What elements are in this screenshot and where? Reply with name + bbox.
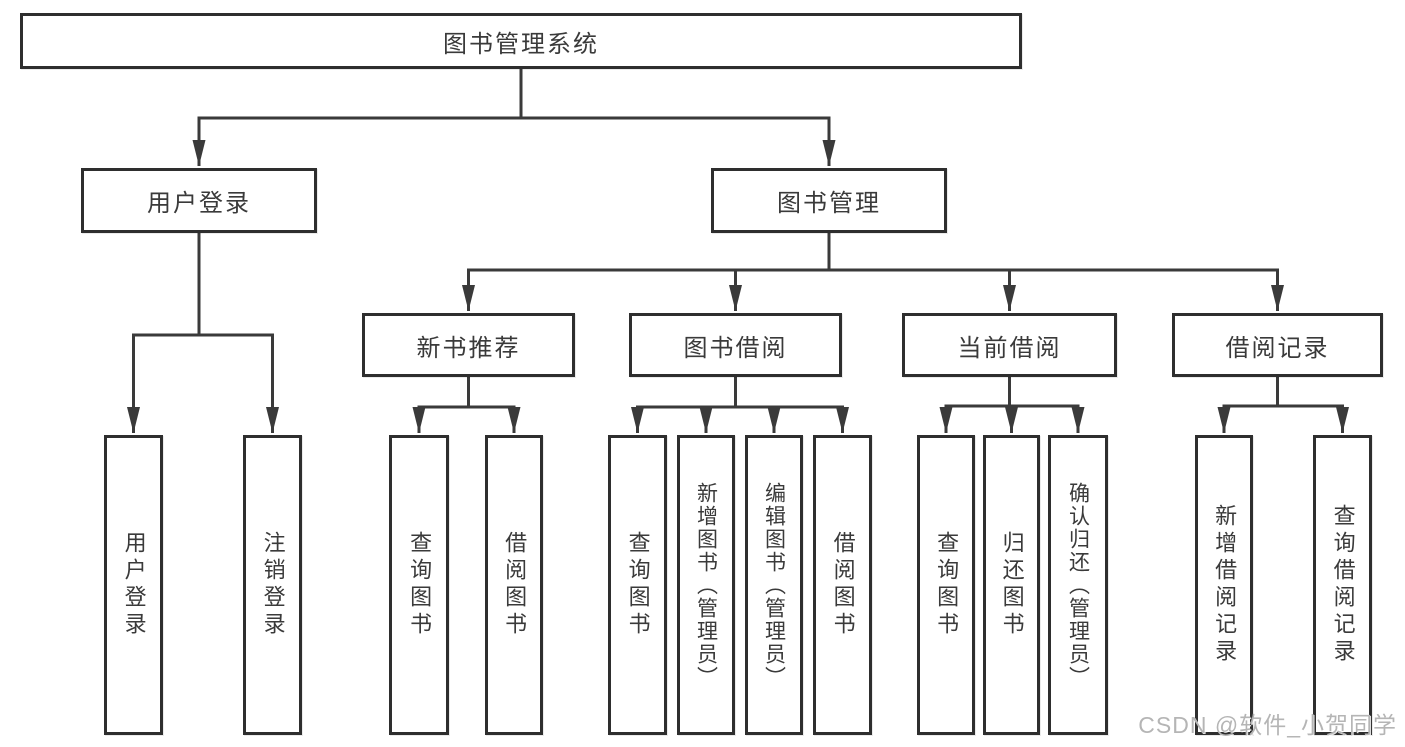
leaf-label: 借阅图书 — [502, 531, 528, 639]
leaf-query-borrow-record: 查询借阅记录 — [1313, 435, 1372, 735]
node-root-system: 图书管理系统 — [20, 13, 1022, 69]
leaf-label: 编辑图书（管理员） — [762, 481, 786, 689]
connector-group — [127, 69, 1349, 433]
leaf-confirm-return-admin: 确认归还（管理员） — [1048, 435, 1108, 735]
leaf-label: 查询图书 — [625, 531, 651, 639]
leaf-label: 归还图书 — [999, 531, 1025, 639]
node-borrow-records: 借阅记录 — [1172, 313, 1383, 377]
leaf-label: 借阅图书 — [830, 531, 856, 639]
node-new-book-recommend: 新书推荐 — [362, 313, 575, 377]
leaf-borrow-books: 借阅图书 — [813, 435, 872, 735]
leaf-label: 查询图书 — [934, 531, 960, 639]
leaf-return-books: 归还图书 — [983, 435, 1040, 735]
leaf-label: 查询图书 — [407, 531, 433, 639]
leaf-label: 确认归还（管理员） — [1066, 481, 1090, 689]
leaf-user-login: 用户登录 — [104, 435, 163, 735]
leaf-query-books-borrow: 查询图书 — [608, 435, 667, 735]
leaf-add-books-admin: 新增图书（管理员） — [677, 435, 735, 735]
leaf-label: 新增借阅记录 — [1212, 504, 1238, 666]
leaf-label: 查询借阅记录 — [1330, 504, 1356, 666]
leaf-logout: 注销登录 — [243, 435, 302, 735]
leaf-query-books-newbooks: 查询图书 — [389, 435, 449, 735]
leaf-label: 新增图书（管理员） — [694, 481, 718, 689]
csdn-watermark: CSDN @软件_小贺同学 — [1138, 712, 1397, 738]
node-book-borrow: 图书借阅 — [629, 313, 842, 377]
leaf-add-borrow-record: 新增借阅记录 — [1195, 435, 1253, 735]
node-book-management: 图书管理 — [711, 168, 947, 233]
node-current-borrow: 当前借阅 — [902, 313, 1117, 377]
leaf-label: 注销登录 — [260, 531, 286, 639]
leaf-borrow-books-newbooks: 借阅图书 — [485, 435, 543, 735]
leaf-label: 用户登录 — [121, 531, 147, 639]
leaf-edit-books-admin: 编辑图书（管理员） — [745, 435, 803, 735]
node-user-login: 用户登录 — [81, 168, 317, 233]
leaf-query-books-current: 查询图书 — [917, 435, 975, 735]
